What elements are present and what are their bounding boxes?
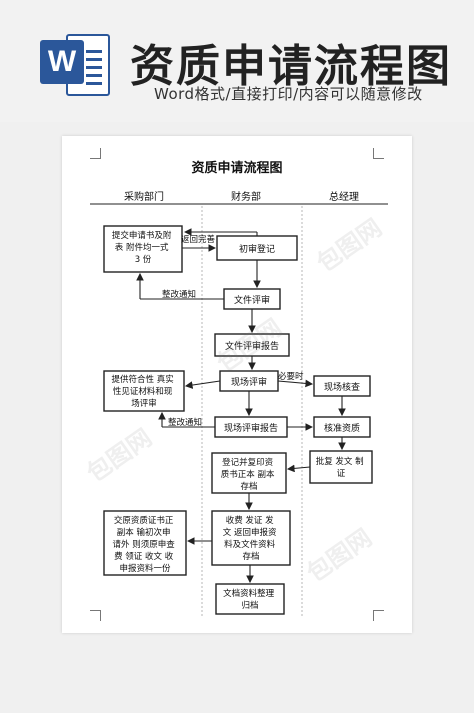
box-site-review-report: 现场评审报告 — [214, 416, 288, 438]
document-page: 资质申请流程图 采购部门 财务部 总经理 提交申请书及附 表 附件均一式 3 份… — [62, 136, 412, 633]
svg-text:收费 发证 发 文 返回申报资: 收费 发证 发 文 返回申报资 料及文件资料 存档 — [223, 515, 279, 562]
box-submit-application: 提交申请书及附 表 附件均一式 3 份 — [103, 225, 183, 273]
svg-text:交原资质证书正 副本 输初次申: 交原资质证书正 副本 输初次申 请外 则须原申查 费 领证 收文 收 申报资料一… — [113, 515, 178, 574]
word-logo-letter: W — [40, 40, 84, 84]
box-collect-fee-issue: 收费 发证 发 文 返回申报资 料及文件资料 存档 — [211, 510, 291, 566]
box-document-review-report: 文件评审报告 — [214, 333, 290, 357]
svg-text:登记并复印资 质书正本 副本: 登记并复印资 质书正本 副本 存档 — [221, 457, 277, 492]
banner-subtitle: Word格式/直接打印/内容可以随意修改 — [154, 85, 423, 103]
connectors — [136, 228, 346, 584]
box-archive-documents: 文档资料整理 归档 — [215, 583, 285, 615]
svg-text:现场评审: 现场评审 — [231, 376, 267, 388]
box-register-copy-certificate: 登记并复印资 质书正本 副本 存档 — [211, 452, 287, 494]
lane-gm: 总经理 — [329, 190, 359, 203]
svg-text:初审登记: 初审登记 — [239, 243, 275, 255]
crop-mark — [90, 148, 101, 159]
crop-mark — [90, 610, 101, 621]
crop-mark — [373, 148, 384, 159]
svg-text:现场核查: 现场核查 — [324, 381, 360, 393]
word-logo-icon: W — [40, 28, 110, 98]
svg-text:批复 发文 制 证: 批复 发文 制 证 — [316, 456, 367, 479]
diagram-title: 资质申请流程图 — [191, 160, 282, 176]
box-document-review: 文件评审 — [223, 288, 281, 310]
label-if-needed: 必要时 — [278, 371, 304, 382]
header-banner: W 资质申请流程图 Word格式/直接打印/内容可以随意修改 — [0, 0, 474, 122]
label-rectify-notice: 整改通知 — [168, 417, 202, 428]
label-return-complete: 返回完善 — [181, 234, 216, 245]
box-hand-over-certificate: 交原资质证书正 副本 输初次申 请外 则须原申查 费 领证 收文 收 申报资料一… — [103, 510, 187, 576]
lane-finance: 财务部 — [231, 190, 261, 203]
box-approve-qualification: 核准资质 — [313, 416, 371, 438]
crop-mark — [373, 610, 384, 621]
box-issue-certificate: 批复 发文 制 证 — [309, 450, 373, 484]
lane-purchasing: 采购部门 — [124, 190, 164, 203]
box-site-check: 现场核查 — [313, 375, 371, 397]
box-provide-materials: 提供符合性 真实 性见证材料和现 场评审 — [103, 370, 185, 412]
svg-text:现场评审报告: 现场评审报告 — [224, 422, 278, 434]
svg-text:文件评审: 文件评审 — [234, 294, 270, 306]
svg-text:核准资质: 核准资质 — [324, 422, 360, 434]
svg-text:提交申请书及附 表 附件均一式: 提交申请书及附 表 附件均一式 3 份 — [112, 230, 174, 265]
svg-text:文件评审报告: 文件评审报告 — [225, 340, 279, 352]
svg-text:提供符合性 真实 性见证材料和现: 提供符合性 真实 性见证材料和现 场评审 — [112, 374, 177, 409]
box-initial-registration: 初审登记 — [216, 235, 298, 261]
label-rectify-notice: 整改通知 — [162, 289, 196, 300]
svg-text:文档资料整理 归档: 文档资料整理 归档 — [223, 588, 277, 611]
flowchart: 资质申请流程图 采购部门 财务部 总经理 提交申请书及附 表 附件均一式 3 份… — [90, 160, 388, 616]
banner-title: 资质申请流程图 — [130, 41, 452, 92]
